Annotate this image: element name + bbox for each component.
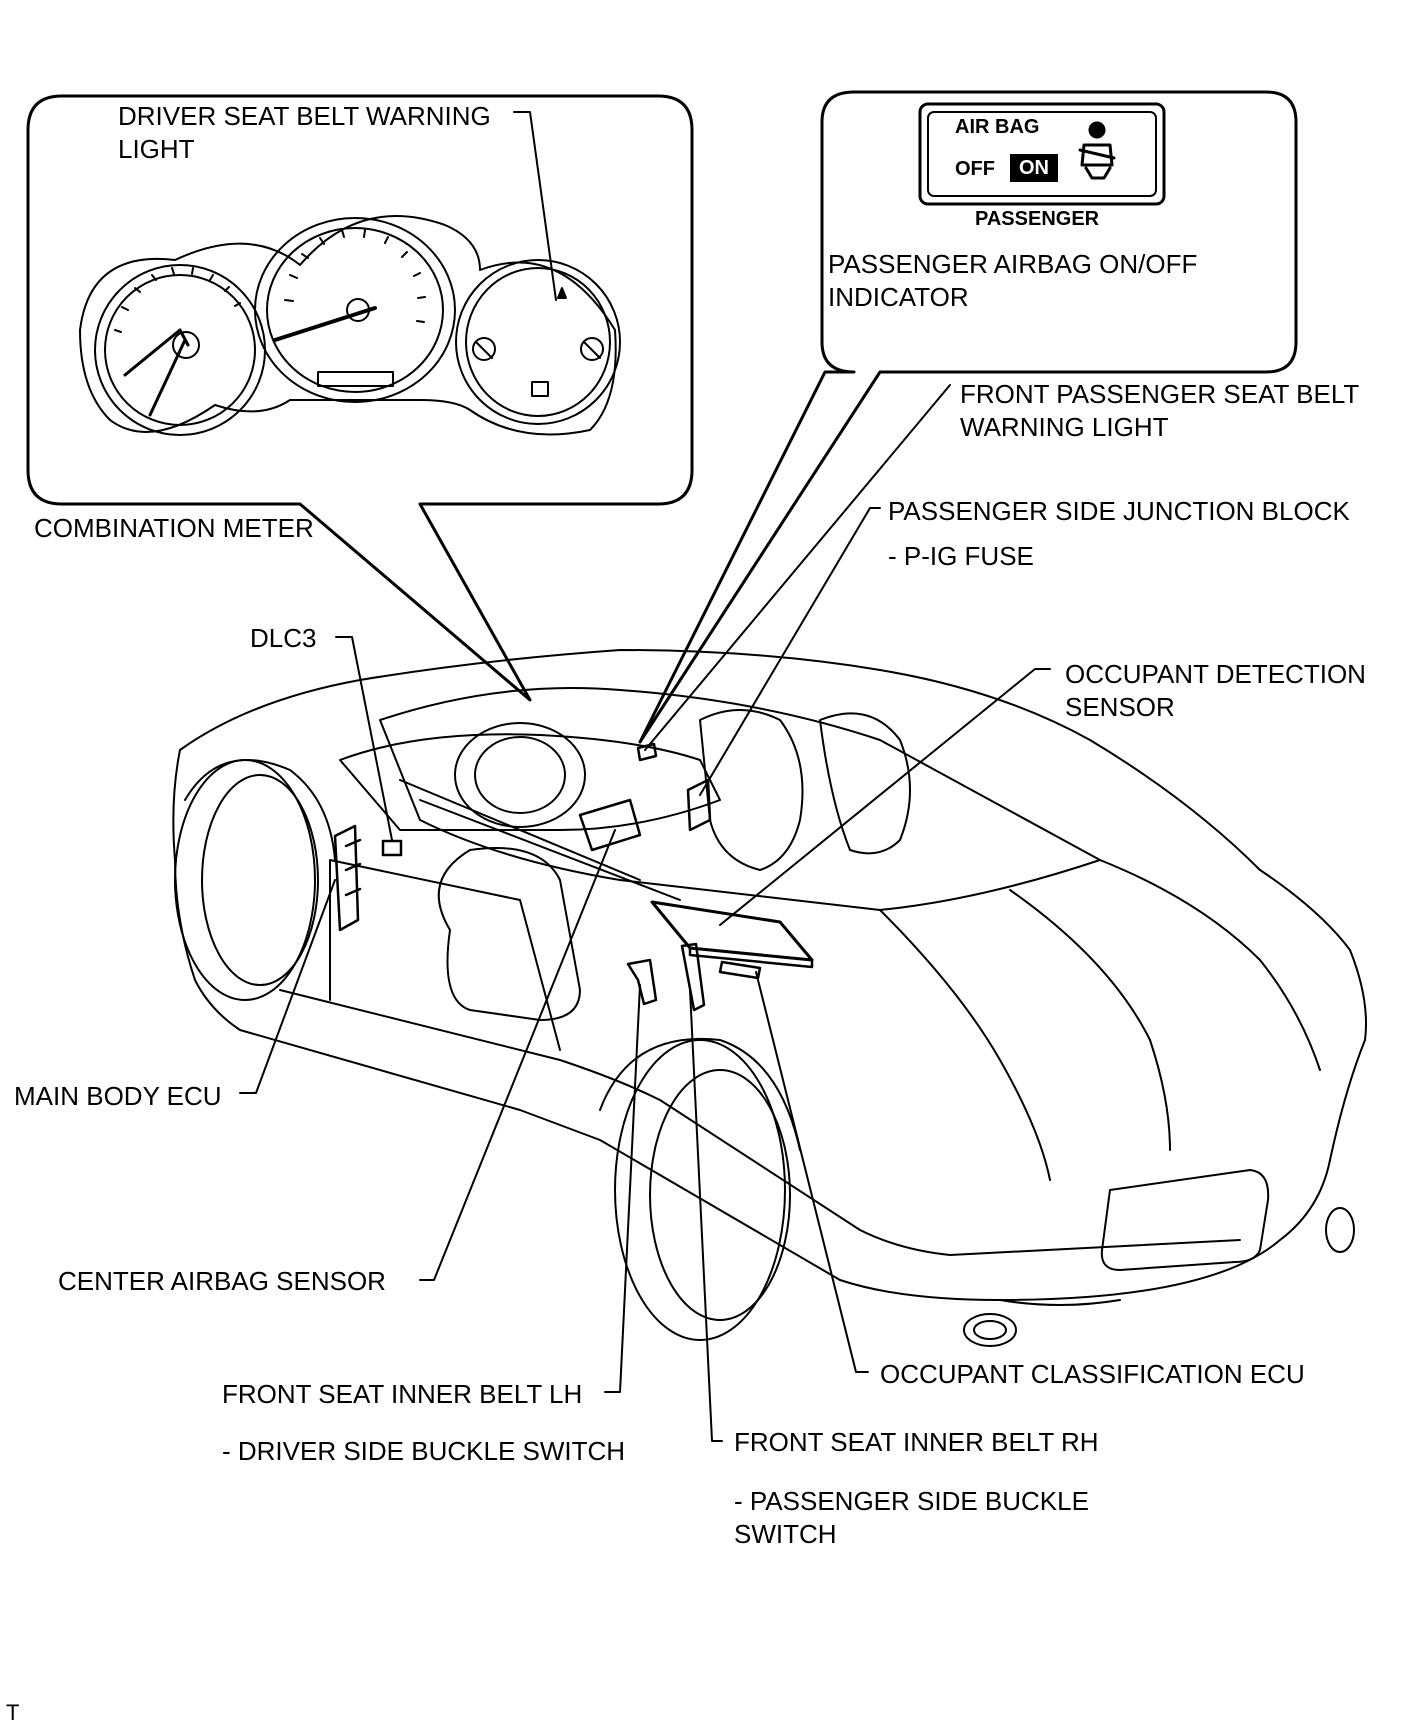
indicator-airbag-text: AIR BAG [955,116,1040,138]
indicator-callout-bubble [638,90,1298,744]
front-passenger-light-label-1: FRONT PASSENGER SEAT BELT [960,379,1360,409]
passenger-junction-block-label: PASSENGER SIDE JUNCTION BLOCK [888,496,1350,526]
indicator-frame-outer [918,102,1166,206]
vehicle-illustration [172,649,1367,1347]
occupant-detection-sensor-label-1: OCCUPANT DETECTION [1065,659,1366,689]
indicator-passenger-text: PASSENGER [975,208,1100,230]
pig-fuse-label: - P-IG FUSE [888,541,1034,571]
indicator-on-chip: ON [1010,154,1058,182]
component-markers [333,742,814,1012]
passenger-side-buckle-switch-label-2: SWITCH [734,1519,837,1549]
dlc3-label: DLC3 [250,623,317,653]
indicator-off-text: OFF [955,158,995,180]
occupant-detection-sensor-label-2: SENSOR [1065,692,1175,722]
driver-seat-belt-warning-light-label-1: DRIVER SEAT BELT WARNING [118,101,491,131]
passenger-airbag-indicator-label-2: INDICATOR [828,282,969,312]
driver-side-buckle-switch-label: - DRIVER SIDE BUCKLE SWITCH [222,1436,626,1466]
seatbelt-icon [1078,121,1116,180]
combination-meter-illustration [79,215,621,436]
driver-seat-belt-warning-light-label-2: LIGHT [118,134,195,164]
passenger-airbag-indicator-label-1: PASSENGER AIRBAG ON/OFF [828,249,1198,279]
passenger-side-buckle-switch-label-1: - PASSENGER SIDE BUCKLE [734,1486,1089,1516]
front-seat-inner-belt-rh-label: FRONT SEAT INNER BELT RH [734,1427,1099,1457]
combination-meter-label: COMBINATION METER [34,513,314,543]
main-body-ecu-label: MAIN BODY ECU [14,1081,222,1111]
meter-callout-bubble [26,94,694,702]
front-seat-inner-belt-lh-label: FRONT SEAT INNER BELT LH [222,1379,583,1409]
front-passenger-light-label-2: WARNING LIGHT [960,412,1169,442]
figure-id: T [6,1700,20,1725]
center-airbag-sensor-label: CENTER AIRBAG SENSOR [58,1266,386,1296]
leader-lines [239,111,1051,1442]
occupant-classification-ecu-label: OCCUPANT CLASSIFICATION ECU [880,1359,1305,1389]
indicator-frame-inner [927,111,1157,197]
